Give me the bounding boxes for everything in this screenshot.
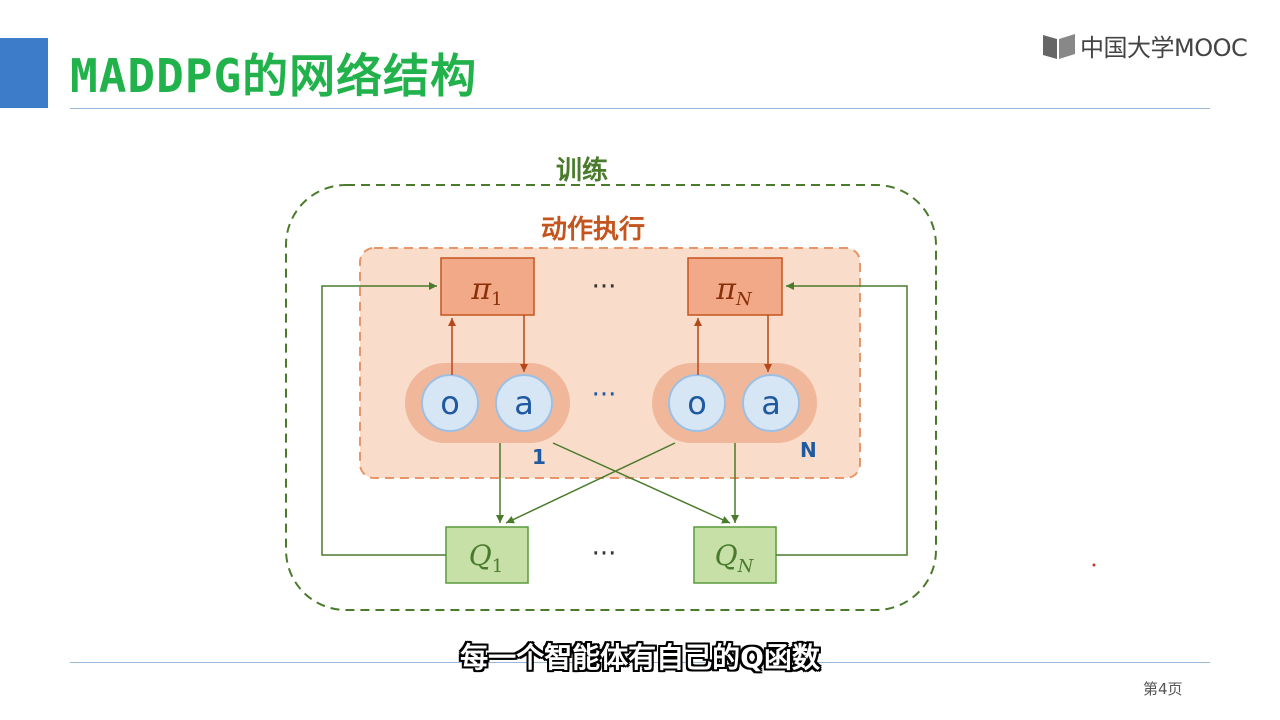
agentn-to-critic1-arrow — [505, 442, 676, 524]
policy-1-box — [440, 257, 535, 316]
slide-title: MADDPG的网络结构 — [70, 49, 478, 103]
critic1-to-policy1-feedback — [321, 282, 446, 556]
video-subtitle: 每一个智能体有自己的Q函数 — [460, 641, 820, 674]
obs-node-n — [668, 374, 726, 432]
policy-n-label: πN — [715, 272, 753, 310]
criticn-to-policyn-feedback — [776, 282, 908, 556]
obs-n-text: o — [687, 384, 707, 422]
policy-ellipsis: ··· — [592, 272, 617, 302]
policy-n-box — [687, 257, 783, 316]
act-n-text: a — [761, 384, 781, 422]
title-accent-bar — [0, 38, 48, 108]
mooc-logo: 中国大学MOOC — [1042, 28, 1248, 63]
execution-label: 动作执行 — [541, 215, 646, 245]
critic-ellipsis: ··· — [592, 539, 617, 569]
policy-1-label: π1 — [470, 272, 502, 310]
training-label: 训练 — [556, 156, 609, 186]
critic-1-label: Q1 — [469, 539, 503, 577]
agent-1-index: 1 — [532, 445, 546, 469]
title-divider — [70, 108, 1210, 109]
logo-text: 中国大学MOOC — [1080, 34, 1248, 62]
footer-divider — [70, 662, 1210, 663]
act-node-1 — [495, 374, 553, 432]
book-icon — [1043, 33, 1075, 59]
agent-ellipsis: ··· — [592, 380, 617, 410]
obs-1-text: o — [440, 384, 460, 422]
act-node-n — [742, 374, 800, 432]
page-number: 第4页 — [1143, 680, 1183, 698]
critic-n-label: QN — [715, 539, 755, 577]
agent1-to-criticn-arrow — [552, 442, 731, 524]
act-1-text: a — [514, 384, 534, 422]
obs-node-1 — [421, 374, 479, 432]
agent-n-index: N — [800, 438, 817, 462]
stray-dot — [1092, 563, 1096, 567]
